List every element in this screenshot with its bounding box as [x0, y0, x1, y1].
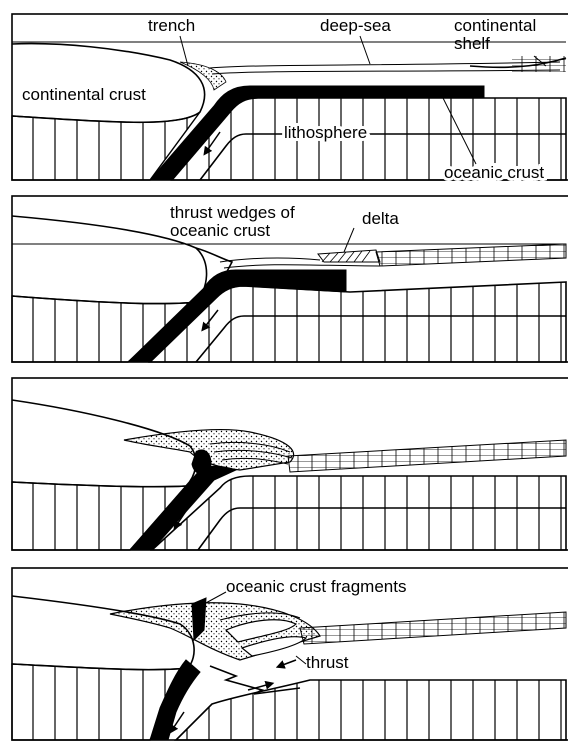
label-continental-shelf-2: shelf — [454, 34, 490, 53]
accretionary-wedge — [110, 603, 320, 660]
label-fragments: oceanic crust fragments — [226, 577, 406, 596]
label-oceanic-crust: oceanic crust — [444, 163, 544, 182]
lithosphere-slab — [152, 476, 566, 550]
sediment-layer — [220, 258, 320, 262]
label-continental-crust: continental crust — [22, 85, 146, 104]
label-thrust: thrust — [306, 653, 349, 672]
thrust-leader — [296, 656, 306, 664]
label-continental-shelf-1: continental — [454, 16, 536, 35]
panel-4: oceanic crust fragments thrust — [12, 568, 568, 740]
panel-1: trench deep-sea continental shelf contin… — [12, 14, 568, 182]
shelf-strata — [300, 612, 566, 644]
label-thrust-wedges-1: thrust wedges of — [170, 203, 295, 222]
continental-crust-shape — [12, 44, 205, 123]
panel-2: thrust wedges of oceanic crust delta — [12, 196, 568, 362]
delta-leader — [344, 228, 354, 252]
sediment-layer — [224, 265, 380, 268]
label-delta: delta — [362, 209, 399, 228]
sediment-layer — [212, 70, 560, 74]
label-deep-sea: deep-sea — [320, 16, 391, 35]
shelf-strata — [288, 440, 566, 472]
lithosphere-slab — [176, 680, 566, 740]
panel-3 — [12, 378, 568, 550]
label-trench: trench — [148, 16, 195, 35]
label-lithosphere: lithosphere — [284, 123, 367, 142]
shelf-strata — [376, 244, 566, 266]
trench-leader — [180, 36, 188, 66]
thrust-arrow — [280, 660, 296, 666]
deep-sea-leader — [360, 36, 370, 64]
label-thrust-wedges-2: oceanic crust — [170, 221, 270, 240]
